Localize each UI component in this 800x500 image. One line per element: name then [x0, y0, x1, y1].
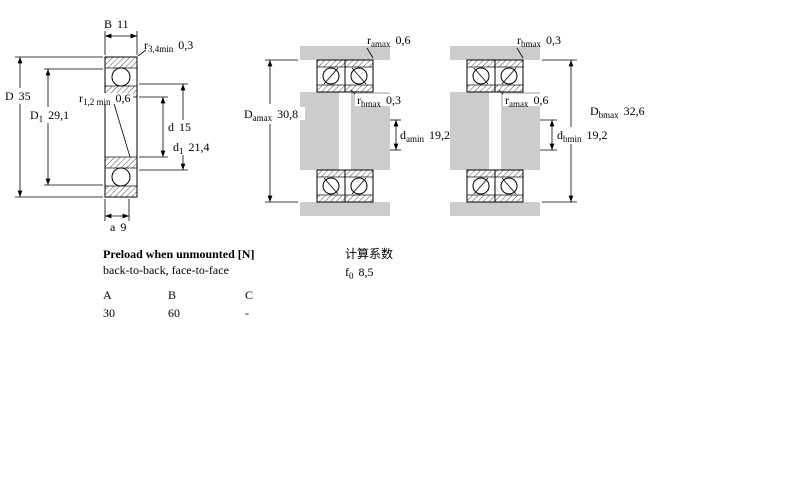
- preload-col-C: C: [245, 288, 253, 302]
- preload-subheading: back-to-back, face-to-face: [103, 263, 229, 277]
- calc-factor-heading: 计算系数: [345, 246, 393, 261]
- preload-val-B: 60: [168, 306, 180, 320]
- shaft-left: [300, 92, 339, 170]
- preload-val-A: 30: [103, 306, 115, 320]
- figure-pair-face-to-face: [450, 46, 540, 216]
- preload-col-B: B: [168, 288, 176, 302]
- housing-bottom: [300, 202, 390, 216]
- preload-col-A: A: [103, 288, 112, 302]
- figure-single-bearing: [104, 56, 138, 198]
- inner-ring-bottom: [104, 156, 138, 169]
- contact-angle-line: [111, 96, 131, 158]
- preload-heading: Preload when unmounted [N]: [103, 247, 254, 261]
- figure-pair-back-to-back: [300, 46, 390, 216]
- ball-top: [111, 67, 131, 87]
- shaft-left: [450, 92, 489, 170]
- preload-section: Preload when unmounted [N] back-to-back,…: [103, 246, 393, 320]
- outer-ring-top: [104, 56, 138, 69]
- housing-bottom: [450, 202, 540, 216]
- outer-ring-bottom: [104, 185, 138, 198]
- preload-val-C: -: [245, 306, 249, 320]
- ball-bottom: [111, 167, 131, 187]
